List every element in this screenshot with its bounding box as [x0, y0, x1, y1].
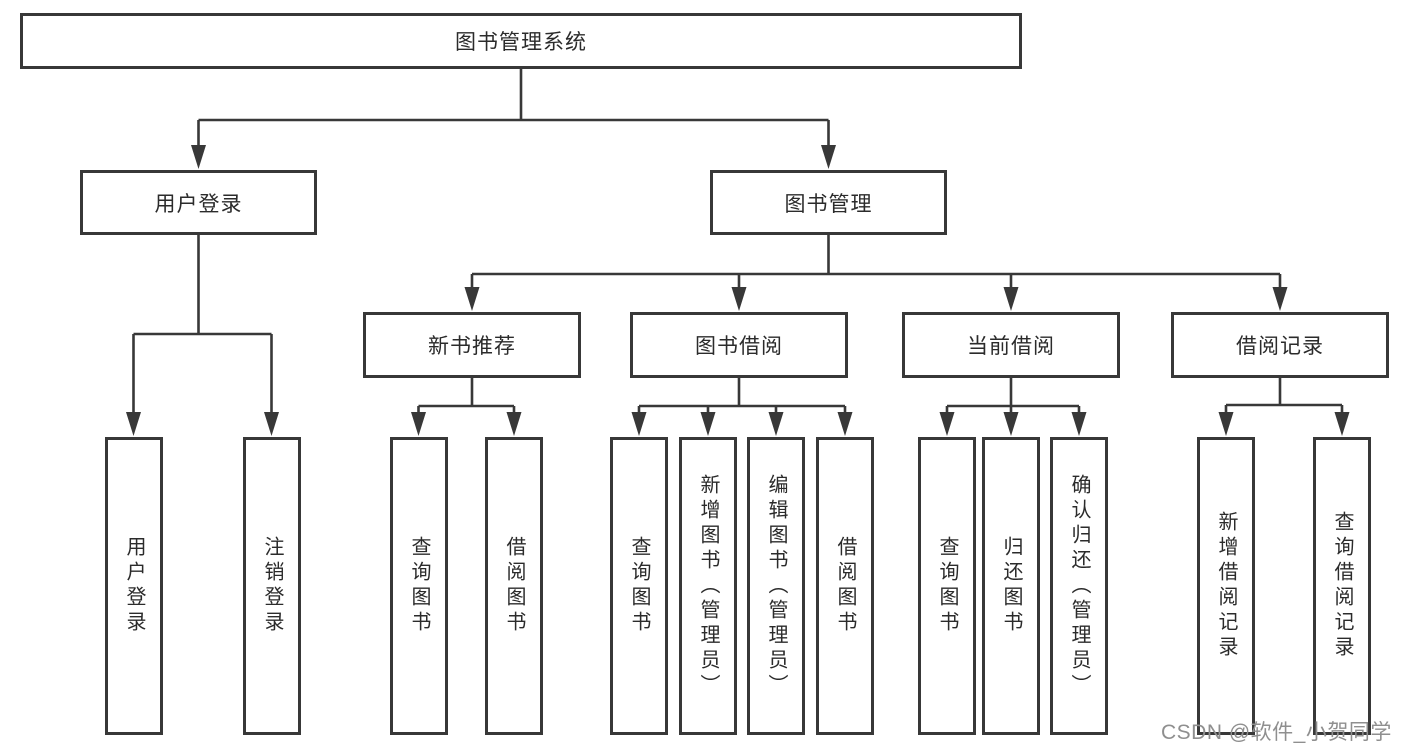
- arrowheads: [126, 145, 1350, 436]
- leaf-current-return-book: 归还图书: [982, 437, 1040, 735]
- leaf-current-confirm-return-admin: 确认归还（管理员）: [1050, 437, 1108, 735]
- node-user-login: 用户登录: [80, 170, 317, 235]
- leaf-borrow-query-book: 查询图书: [610, 437, 668, 735]
- leaf-user-login-label: 用户登录: [123, 536, 145, 636]
- leaf-logout-label: 注销登录: [261, 536, 283, 636]
- csdn-watermark: CSDN @软件_小贺同学: [1161, 721, 1392, 744]
- node-root-system: 图书管理系统: [20, 13, 1022, 69]
- leaf-borrow-add-book-admin: 新增图书（管理员）: [679, 437, 737, 735]
- leaf-borrow-add-book-admin-label: 新增图书（管理员）: [697, 473, 719, 699]
- node-book-management-label: 图书管理: [784, 192, 873, 216]
- node-book-management: 图书管理: [710, 170, 947, 235]
- leaf-recommend-query-book-label: 查询图书: [408, 536, 430, 636]
- leaf-logout: 注销登录: [243, 437, 301, 735]
- leaf-record-add-record: 新增借阅记录: [1197, 437, 1255, 735]
- node-current-borrow-label: 当前借阅: [967, 335, 1055, 358]
- leaf-borrow-borrow-book: 借阅图书: [816, 437, 874, 735]
- node-current-borrow: 当前借阅: [902, 312, 1120, 378]
- leaf-recommend-query-book: 查询图书: [390, 437, 448, 735]
- leaf-record-add-record-label: 新增借阅记录: [1215, 511, 1237, 661]
- leaf-borrow-query-book-label: 查询图书: [628, 536, 650, 636]
- leaf-recommend-borrow-book: 借阅图书: [485, 437, 543, 735]
- leaf-current-query-book: 查询图书: [918, 437, 976, 735]
- leaf-recommend-borrow-book-label: 借阅图书: [503, 536, 525, 636]
- node-borrow-record: 借阅记录: [1171, 312, 1389, 378]
- node-book-borrow-label: 图书借阅: [695, 335, 783, 358]
- leaf-record-query-record: 查询借阅记录: [1313, 437, 1371, 735]
- leaf-borrow-edit-book-admin-label: 编辑图书（管理员）: [765, 473, 787, 699]
- node-book-borrow: 图书借阅: [630, 312, 848, 378]
- node-user-login-label: 用户登录: [154, 192, 243, 216]
- node-new-book-recommend: 新书推荐: [363, 312, 581, 378]
- node-borrow-record-label: 借阅记录: [1236, 335, 1324, 358]
- leaf-borrow-borrow-book-label: 借阅图书: [834, 536, 856, 636]
- leaf-current-confirm-return-admin-label: 确认归还（管理员）: [1068, 473, 1090, 699]
- leaf-borrow-edit-book-admin: 编辑图书（管理员）: [747, 437, 805, 735]
- node-root-label: 图书管理系统: [455, 31, 587, 54]
- leaf-current-query-book-label: 查询图书: [936, 536, 958, 636]
- leaf-record-query-record-label: 查询借阅记录: [1331, 511, 1353, 661]
- leaf-user-login: 用户登录: [105, 437, 163, 735]
- leaf-current-return-book-label: 归还图书: [1000, 536, 1022, 636]
- node-new-book-recommend-label: 新书推荐: [428, 335, 516, 358]
